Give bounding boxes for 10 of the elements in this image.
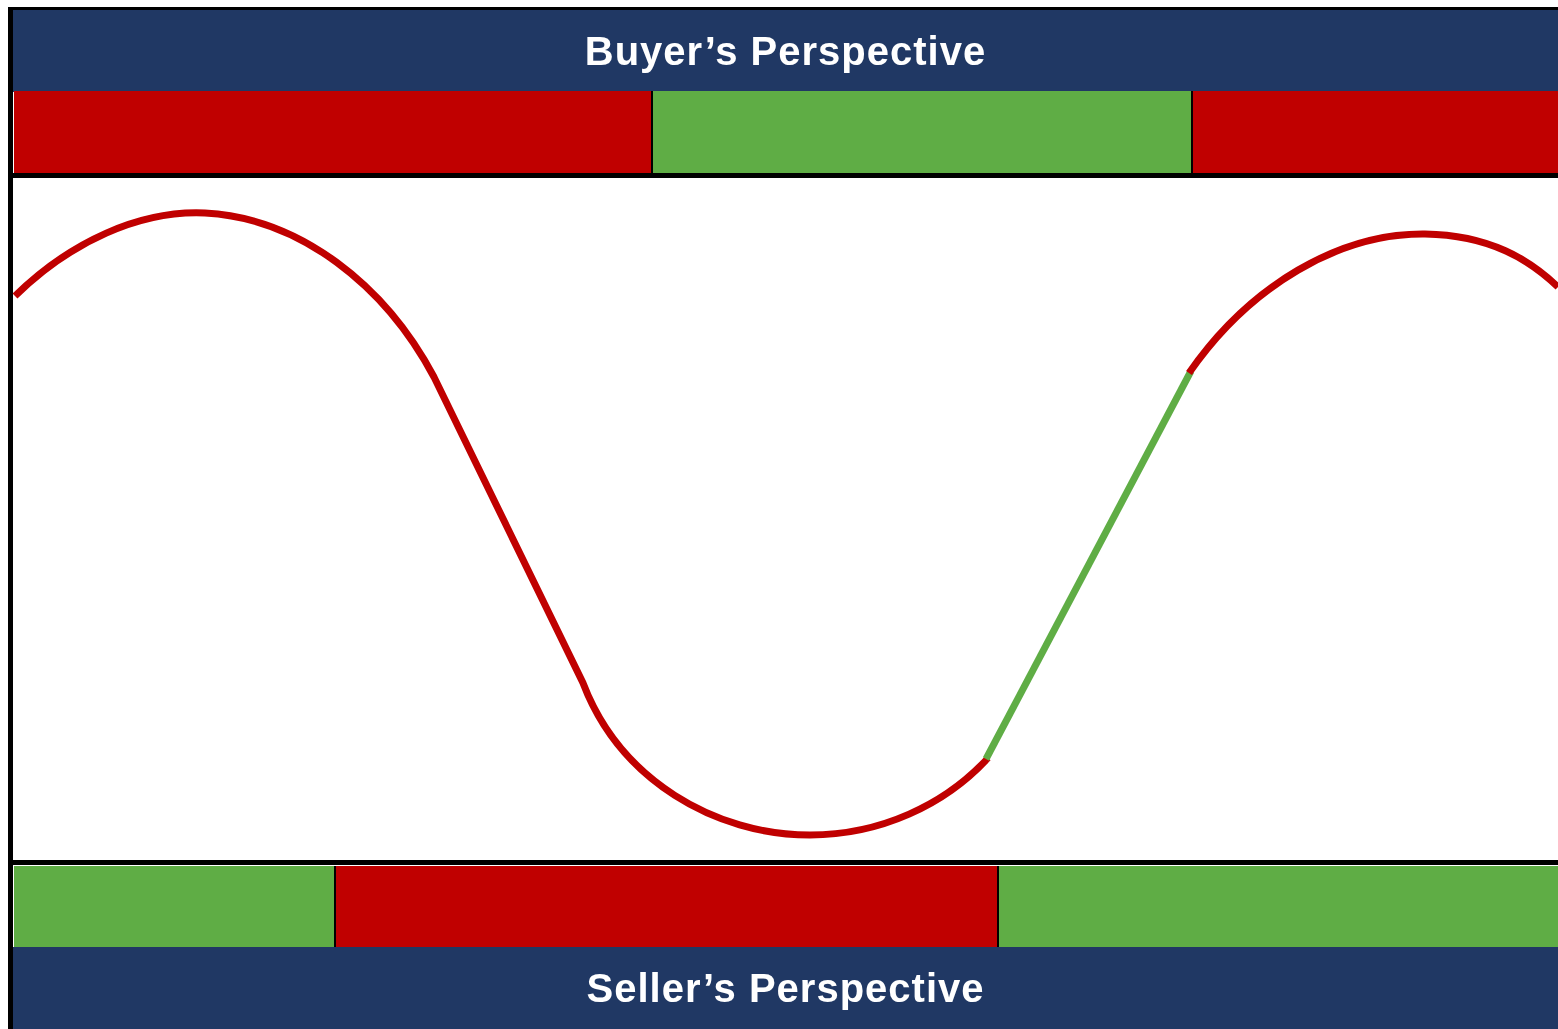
- status-bar-segment: [651, 91, 1191, 173]
- header-band: [13, 947, 1558, 1029]
- band-title: Seller’s Perspective: [586, 965, 985, 1012]
- header-band: [13, 10, 1558, 92]
- status-bar-segment: [334, 866, 997, 948]
- status-bar-segment: [14, 91, 651, 173]
- status-bar-segment: [997, 866, 1558, 948]
- band-title: Buyer’s Perspective: [584, 28, 987, 75]
- status-bar-segment: [14, 866, 334, 948]
- status-bar-segment: [1191, 91, 1558, 173]
